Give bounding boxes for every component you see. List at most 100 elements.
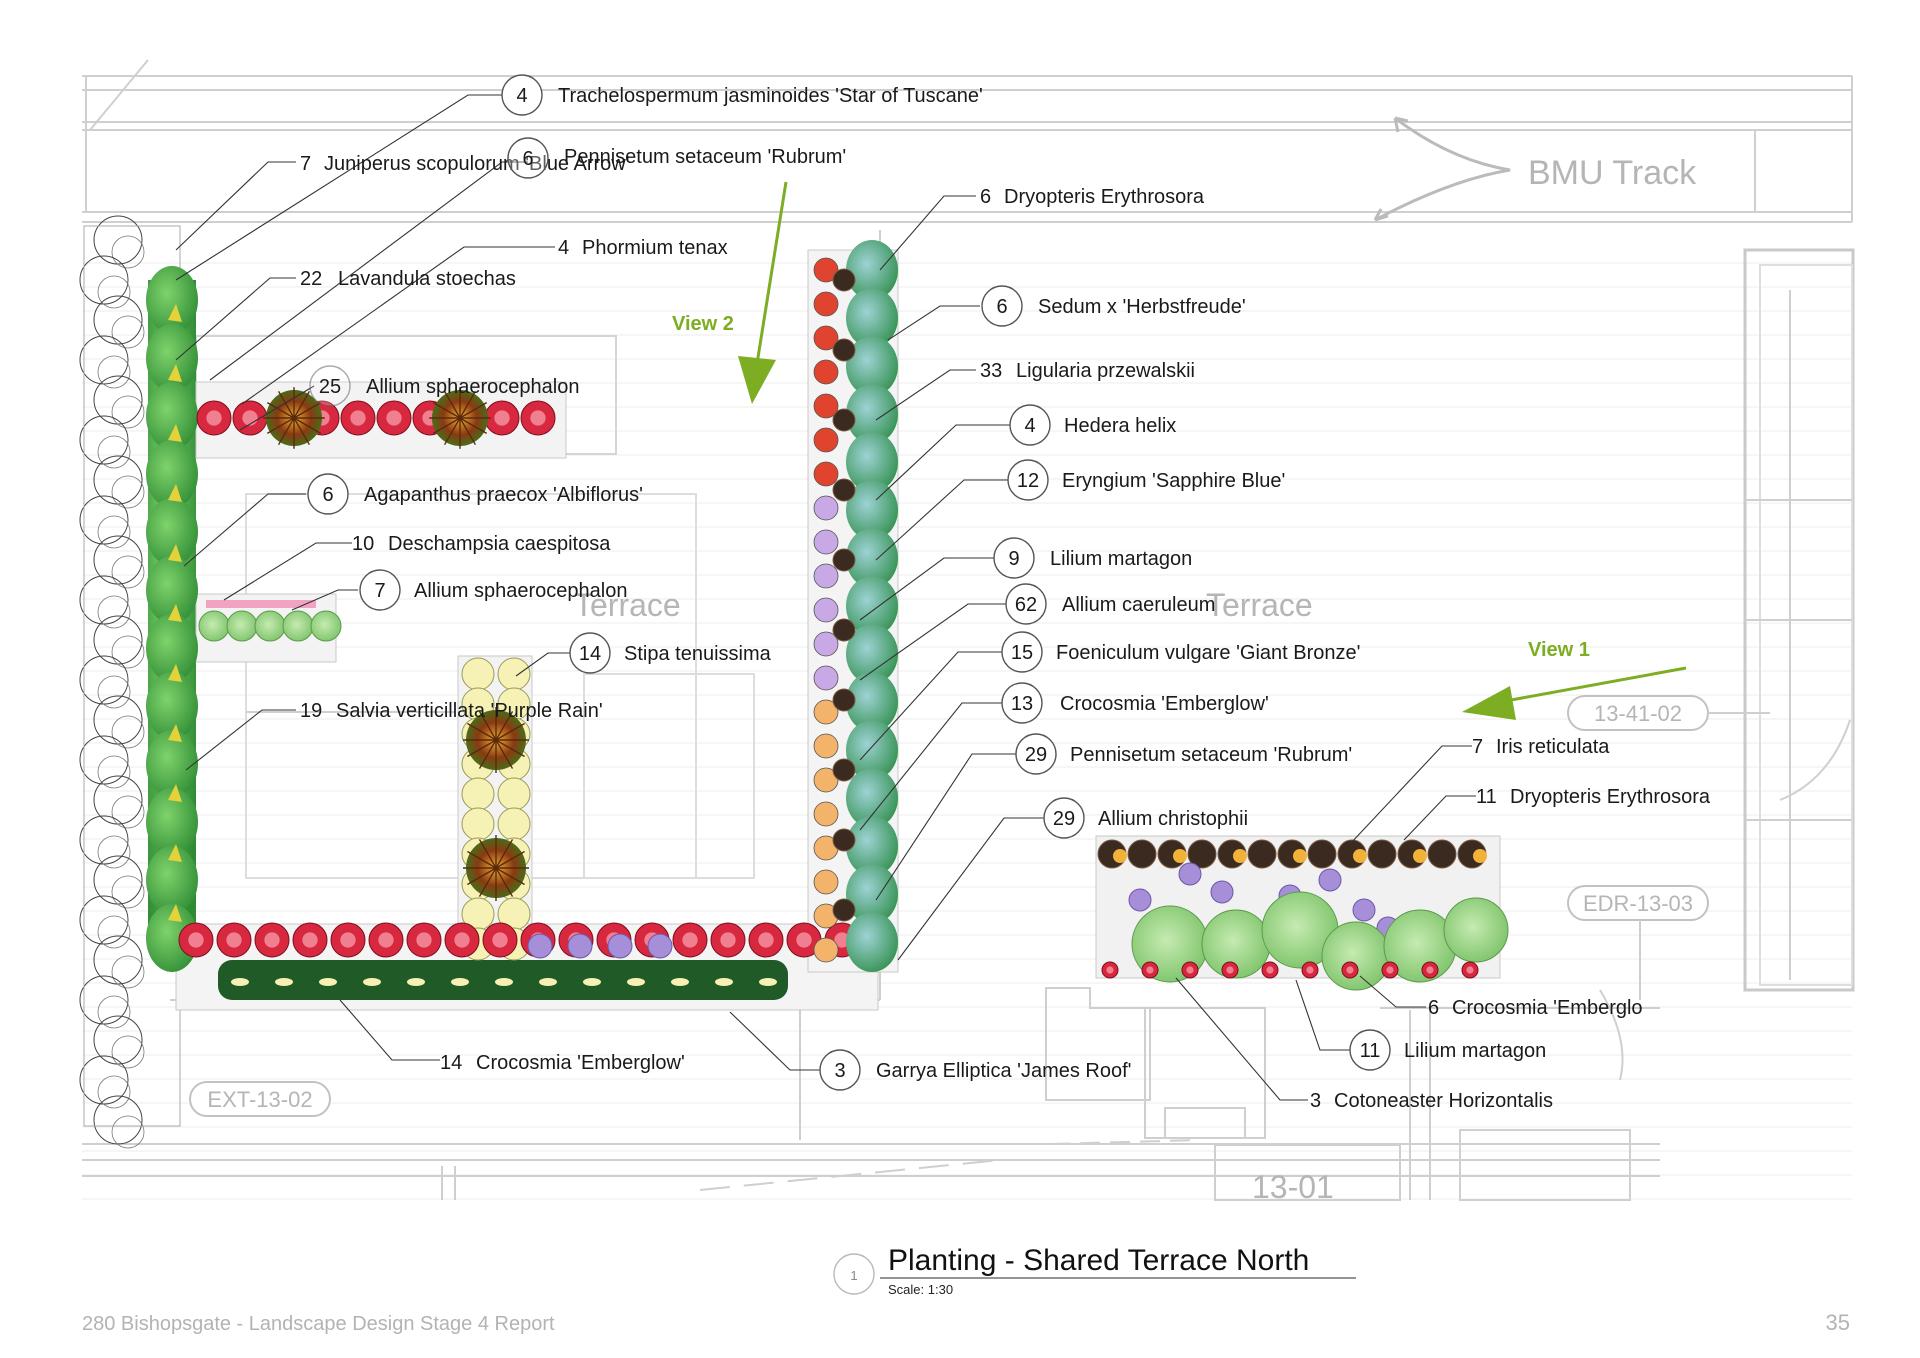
crocosmia-bloom [1113,849,1127,863]
dark-foliage-symbol [832,548,856,572]
svg-text:Phormium tenax: Phormium tenax [582,237,728,259]
allium-symbol [527,933,553,959]
phormium-leaf [277,417,295,446]
shrub-symbol [282,610,314,642]
mixed-perennial-symbol [813,495,839,521]
phormium-leaf [293,401,322,419]
svg-text:19: 19 [300,700,322,722]
hedge-highlight [168,484,182,502]
foliage-symbol [146,788,198,856]
foliage-symbol [146,904,198,972]
red-flower-centre [492,932,508,948]
crocosmia-flower [363,978,381,986]
hedge-highlight [168,364,182,382]
tree-canopy-detail [111,475,145,509]
svg-text:Garrya Elliptica 'James Roof': Garrya Elliptica 'James Roof' [876,1060,1132,1082]
foliage-symbol [146,730,198,798]
callout-garrya: 3 Garrya Elliptica 'James Roof' [819,1049,1132,1091]
svg-text:Allium sphaerocephalon: Allium sphaerocephalon [366,376,579,398]
svg-text:13: 13 [1011,693,1033,715]
callout-salvia: 19 Salvia verticillata 'Purple Rain' [300,700,603,722]
red-flower-centre [1426,966,1434,974]
callout-dryopteris: 6 Dryopteris Erythrosora [980,186,1205,208]
stipa-symbol [461,807,495,841]
tree-canopy-detail [111,955,145,989]
red-flower-centre [682,932,698,948]
plant-callouts: 4 Trachelospermum jasminoides 'Star of T… [300,74,1711,1112]
phormium-leaf [495,739,514,769]
red-flower-centre [206,410,222,426]
red-flower-centre [454,932,470,948]
phormium-leaf [478,867,497,897]
svg-text:Crocosmia 'Emberglow': Crocosmia 'Emberglow' [1060,693,1269,715]
svg-text:Lilium martagon: Lilium martagon [1404,1040,1546,1062]
svg-text:Crocosmia 'Emberglow': Crocosmia 'Emberglow' [476,1052,685,1074]
hedge-highlight [168,424,182,442]
dark-foliage-symbol [832,758,856,782]
svg-text:10: 10 [352,533,374,555]
shrub-symbol [1321,921,1391,991]
room-13-01: 13-01 [1252,1169,1334,1205]
allium-symbol [567,933,593,959]
tag-ext-13-02 [189,1081,331,1117]
svg-text:14: 14 [440,1052,462,1074]
svg-text:Eryngium 'Sapphire Blue': Eryngium 'Sapphire Blue' [1062,470,1285,492]
phormium-leaf [478,839,497,869]
mixed-perennial-symbol [813,733,839,759]
red-flower-centre [386,410,402,426]
dark-foliage-symbol [832,688,856,712]
agapanthus-flowers [206,600,316,608]
callout-trachelospermum: 4 Trachelospermum jasminoides 'Star of T… [501,74,983,116]
svg-text:6: 6 [1428,997,1439,1019]
phormium-leaf [467,867,497,886]
svg-text:12: 12 [1017,470,1039,492]
phormium-leaf [293,417,311,446]
shrub-symbol [310,610,342,642]
red-flower-centre [188,932,204,948]
mixed-perennial-symbol [813,631,839,657]
crocosmia-bloom [1413,849,1427,863]
foliage-symbol [846,576,898,636]
red-flower-centre [720,932,736,948]
tree-canopy-detail [111,1115,145,1149]
red-flower-centre [494,410,510,426]
svg-text:Stipa tenuissima: Stipa tenuissima [624,643,772,665]
red-flower-centre [1106,966,1114,974]
stipa-symbol [497,807,531,841]
view-2-arrow: View 2 [672,181,788,404]
mixed-perennial-symbol [813,801,839,827]
tree-canopy-detail [111,555,145,589]
red-flower-centre [340,932,356,948]
callout-pennisetum-top: 6 Pennisetum setaceum 'Rubrum' [507,137,846,179]
foliage-symbol [146,498,198,566]
callout-allium-sphaerocephalon: 7 Allium sphaerocephalon [359,569,627,611]
crocosmia-flower [231,978,249,986]
crocosmia-bloom [1473,849,1487,863]
svg-text:Lilium martagon: Lilium martagon [1050,548,1192,570]
svg-text:29: 29 [1053,808,1075,830]
callout-stipa: 14 Stipa tenuissima [569,632,772,674]
dark-foliage-symbol [1367,839,1397,869]
svg-text:7: 7 [300,153,311,175]
phormium-leaf [443,390,461,419]
svg-text:4: 4 [516,85,527,107]
red-flower-centre [350,410,366,426]
svg-text:11: 11 [1360,1040,1381,1062]
svg-text:15: 15 [1011,642,1033,664]
tree-canopy-detail [97,835,131,869]
svg-text:Deschampsia caespitosa: Deschampsia caespitosa [388,533,611,555]
svg-text:Foeniculum vulgare 'Giant Bron: Foeniculum vulgare 'Giant Bronze' [1056,642,1360,664]
dark-foliage-symbol [1127,839,1157,869]
svg-text:EXT-13-02: EXT-13-02 [207,1087,312,1112]
svg-text:7: 7 [374,580,385,602]
report-title: 280 Bishopsgate - Landscape Design Stage… [82,1313,555,1335]
tree-canopy-detail [97,675,131,709]
foliage-symbol [846,528,898,588]
mixed-perennial-symbol [813,325,839,351]
crocosmia-flower [627,978,645,986]
svg-text:EDR-13-03: EDR-13-03 [1583,891,1693,916]
svg-text:Iris reticulata: Iris reticulata [1496,736,1610,758]
svg-text:Agapanthus praecox 'Albiflorus: Agapanthus praecox 'Albiflorus' [364,484,643,506]
mixed-perennial-symbol [813,597,839,623]
stipa-symbol [461,657,495,691]
